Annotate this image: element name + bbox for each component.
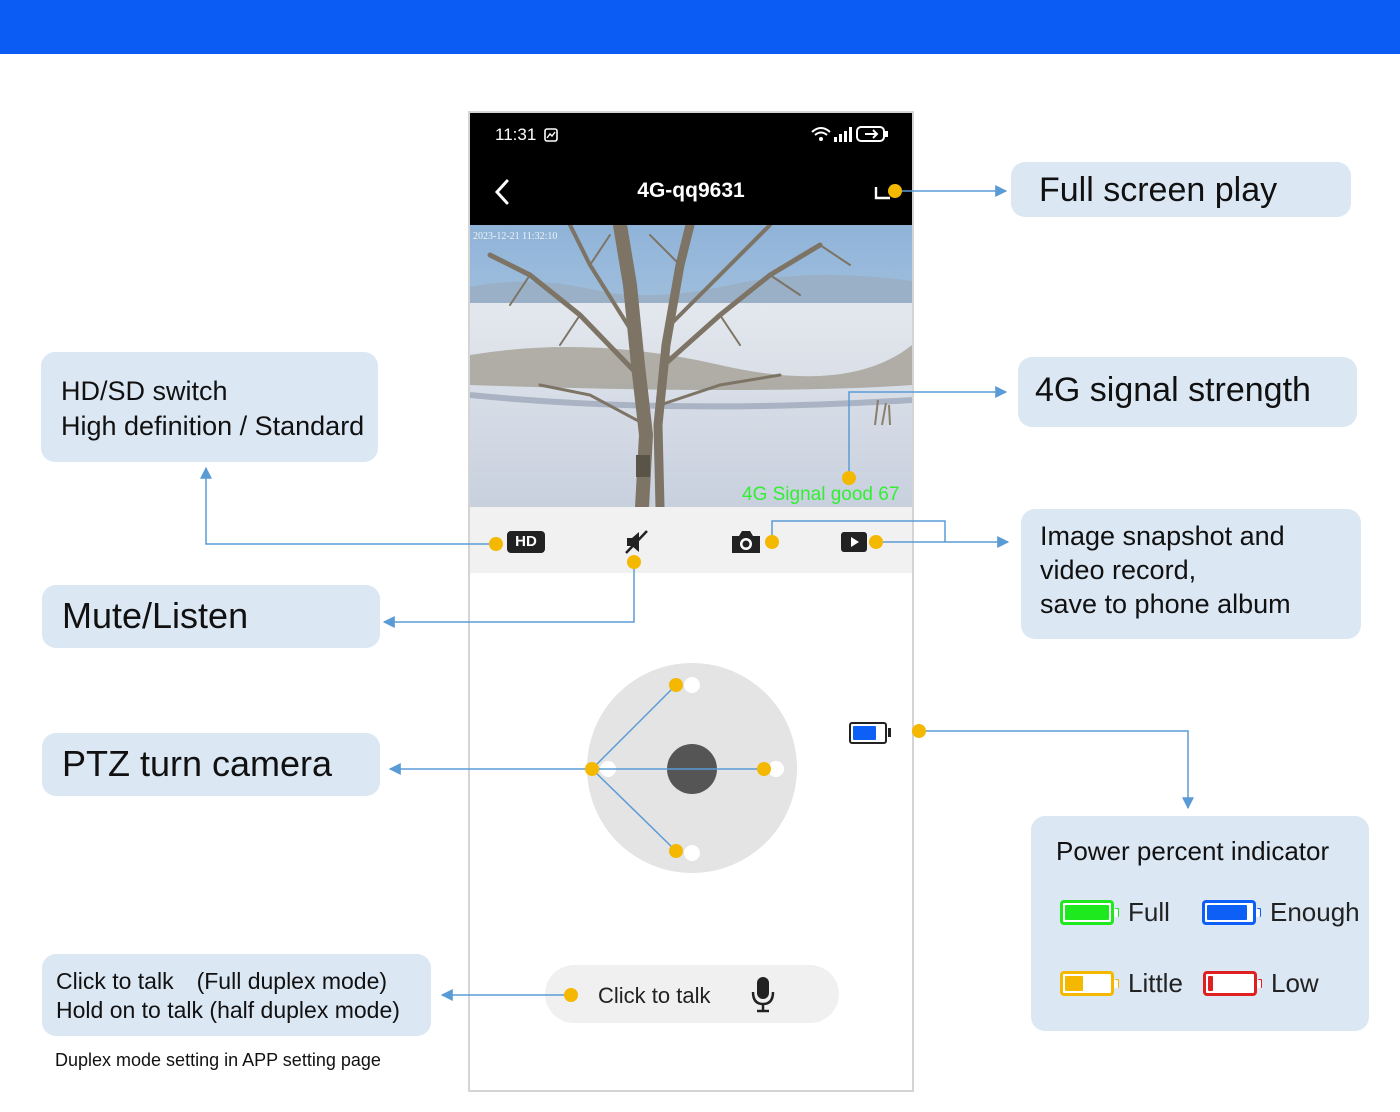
ptz-left-button[interactable] <box>600 761 616 777</box>
callout-ptz: PTZ turn camera <box>42 733 380 796</box>
click-to-talk-button[interactable] <box>545 965 839 1023</box>
cell-signal-icon <box>834 127 852 142</box>
connector-power <box>919 730 1194 810</box>
battery-enough-icon <box>1202 900 1261 925</box>
wifi-icon <box>811 127 831 141</box>
legend-low: Low <box>1203 968 1319 999</box>
ptz-center-button[interactable] <box>667 744 717 794</box>
ptz-up-button[interactable] <box>684 677 700 693</box>
callout-hd-desc: High definition / Standard <box>61 411 365 441</box>
video-timestamp: 2023-12-21 11:32:10 <box>473 231 557 242</box>
back-icon[interactable] <box>492 178 512 206</box>
camera-live-view[interactable]: 2023-12-21 11:32:10 4G Signal good 67 <box>470 225 912 507</box>
callout-signal-label: 4G signal strength <box>1035 371 1311 409</box>
phone-screen: 11:31 4G-qq9631 <box>468 111 914 1092</box>
callout-hd-title: HD/SD switch <box>61 376 228 406</box>
click-to-talk-label: Click to talk <box>598 983 711 1008</box>
callout-snapshot-line-3: save to phone album <box>1040 589 1291 619</box>
battery-tip <box>1115 908 1119 917</box>
callout-full-screen: Full screen play <box>1011 162 1351 217</box>
marker-power <box>912 724 926 738</box>
microphone-icon[interactable] <box>750 976 776 1014</box>
callout-talk-full: Click to talk (Full duplex mode) <box>56 968 388 994</box>
legend-little-label: Little <box>1128 968 1183 998</box>
phone-battery-icon <box>856 126 888 142</box>
legend-little: Little <box>1060 968 1183 999</box>
notification-icon <box>544 128 558 142</box>
hd-toggle-button[interactable]: HD <box>507 531 545 553</box>
callout-mute: Mute/Listen <box>42 585 380 648</box>
status-time: 11:31 <box>495 125 537 144</box>
connector-hd <box>200 466 496 545</box>
callout-hd-switch: HD/SD switch High definition / Standard <box>41 352 378 462</box>
video-toolbar: HD <box>470 507 912 573</box>
battery-low-icon <box>1203 971 1262 996</box>
battery-tip <box>1115 979 1119 988</box>
callout-full-screen-label: Full screen play <box>1039 171 1278 209</box>
ptz-down-button[interactable] <box>684 845 700 861</box>
device-battery-indicator <box>849 722 887 744</box>
device-battery-tip <box>888 728 891 737</box>
ptz-right-button[interactable] <box>768 761 784 777</box>
callout-snapshot: Image snapshot and video record, save to… <box>1021 509 1361 639</box>
device-title: 4G-qq9631 <box>637 179 745 202</box>
battery-little-icon <box>1060 971 1119 996</box>
callout-snapshot-line-1: Image snapshot and <box>1040 521 1285 551</box>
signal-status-text: 4G Signal good 67 <box>742 484 899 505</box>
callout-signal: 4G signal strength <box>1018 357 1357 427</box>
callout-mute-label: Mute/Listen <box>62 595 249 636</box>
live-video-frame: 2023-12-21 11:32:10 4G Signal good 67 <box>470 225 912 507</box>
duplex-footnote: Duplex mode setting in APP setting page <box>55 1050 381 1070</box>
hd-badge-label: HD <box>515 533 537 550</box>
legend-enough: Enough <box>1202 897 1360 928</box>
mute-icon[interactable] <box>623 528 651 556</box>
full-screen-icon[interactable] <box>874 185 892 201</box>
camera-snapshot-icon[interactable] <box>729 529 763 555</box>
video-record-icon[interactable] <box>840 531 868 553</box>
battery-tip <box>1258 979 1262 988</box>
header-banner <box>0 0 1400 54</box>
callout-talk-half: Hold on to talk (half duplex mode) <box>56 997 400 1023</box>
legend-low-label: Low <box>1271 968 1319 998</box>
callout-talk: Click to talk (Full duplex mode) Hold on… <box>42 954 431 1036</box>
battery-tip <box>1257 908 1261 917</box>
battery-full-icon <box>1060 900 1119 925</box>
legend-enough-label: Enough <box>1270 897 1360 927</box>
app-header: 11:31 4G-qq9631 <box>470 113 912 225</box>
callout-snapshot-line-2: video record, <box>1040 555 1197 585</box>
legend-full: Full <box>1060 897 1170 928</box>
legend-full-label: Full <box>1128 897 1170 927</box>
callout-ptz-label: PTZ turn camera <box>62 743 333 784</box>
device-battery-fill <box>853 726 876 740</box>
callout-power-title: Power percent indicator <box>1056 836 1330 866</box>
